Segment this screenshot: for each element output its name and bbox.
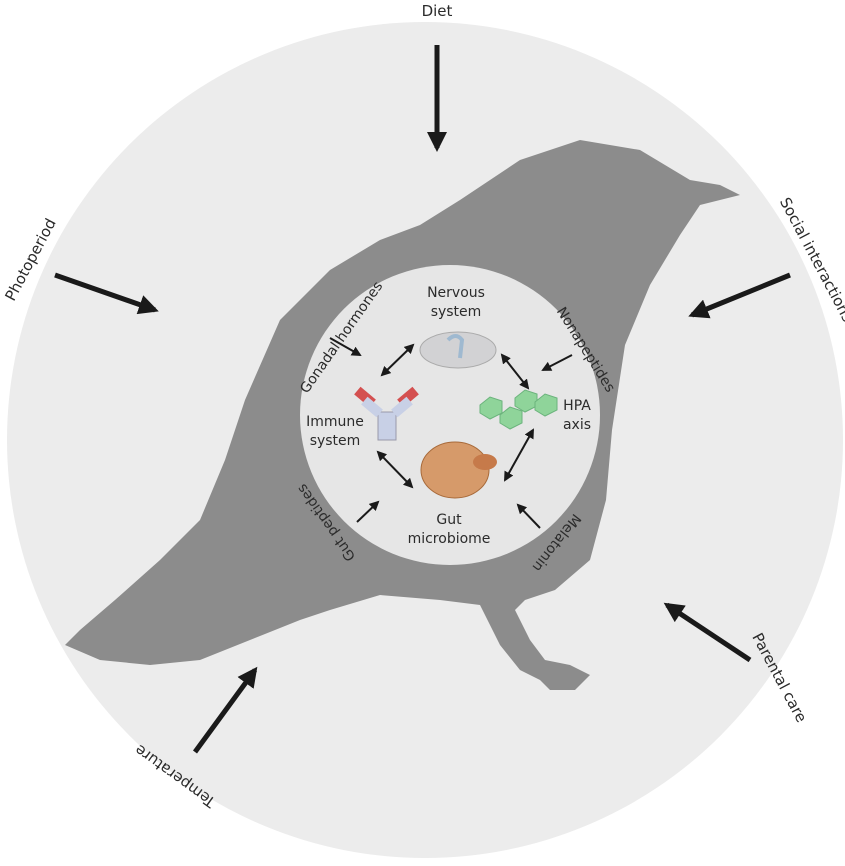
nervous-hpa-arrow xyxy=(500,353,530,390)
parental-arrow xyxy=(663,602,752,663)
nonapeptides-arrow xyxy=(541,354,573,371)
immune-gut-arrow xyxy=(376,450,414,489)
photoperiod-arrow xyxy=(54,272,159,315)
gut-icon xyxy=(420,441,497,499)
brain-icon xyxy=(419,331,497,369)
temperature-arrow xyxy=(192,666,258,754)
label-gut-1: Gut xyxy=(436,512,462,528)
inner-circle xyxy=(300,265,600,565)
label-hpa-2: axis xyxy=(563,417,591,433)
label-immune-1: Immune xyxy=(306,414,364,430)
label-nervous-1: Nervous xyxy=(427,285,485,301)
label-gut-2: microbiome xyxy=(408,531,491,547)
gut-peptides-arrow xyxy=(356,500,380,523)
social-arrow xyxy=(688,272,791,319)
antibody-icon xyxy=(354,386,419,441)
label-diet: Diet xyxy=(422,2,453,20)
melatonin-arrow xyxy=(516,503,541,529)
gonadal-arrow xyxy=(329,337,362,356)
label-immune-2: system xyxy=(310,433,361,449)
hpa-gut-arrow xyxy=(504,428,534,482)
label-nervous-2: system xyxy=(431,304,482,320)
nervous-immune-arrow xyxy=(380,343,415,377)
label-hpa-1: HPA xyxy=(563,398,591,414)
hormone-molecule-icon xyxy=(479,389,558,430)
